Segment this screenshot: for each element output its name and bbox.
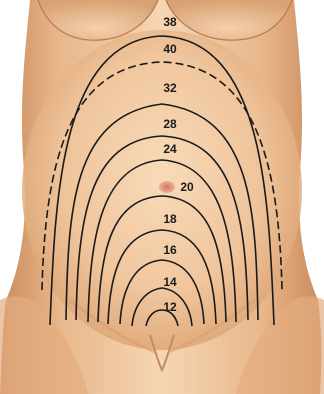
week-label-14: 14 <box>163 275 177 289</box>
week-label-38: 38 <box>163 15 177 29</box>
week-label-40: 40 <box>163 42 177 56</box>
week-label-32: 32 <box>163 81 177 95</box>
week-label-20: 20 <box>180 180 194 194</box>
week-label-28: 28 <box>163 117 177 131</box>
umbilicus <box>159 181 175 193</box>
week-label-12: 12 <box>163 300 177 314</box>
week-label-18: 18 <box>163 212 177 226</box>
week-label-16: 16 <box>163 243 177 257</box>
week-label-24: 24 <box>163 142 177 156</box>
